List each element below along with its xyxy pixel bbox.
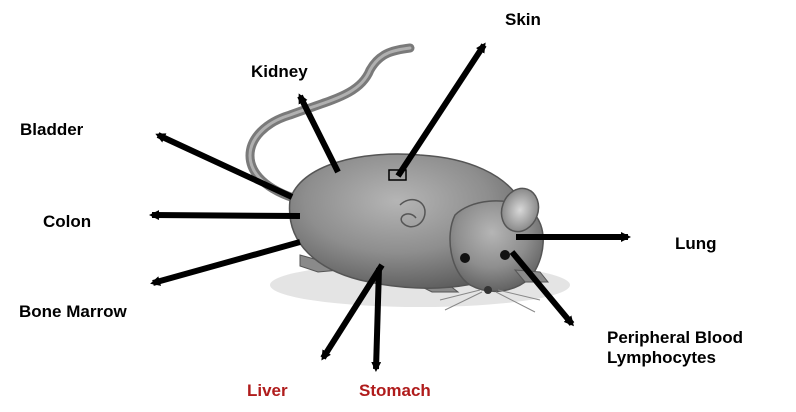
arrow-icon-colon <box>152 215 300 216</box>
arrow-icon-bladder <box>158 135 292 197</box>
arrow-icon-skin <box>398 45 484 176</box>
label-colon: Colon <box>43 212 91 232</box>
mouse-nose <box>484 286 492 294</box>
label-liver: Liver <box>247 381 288 401</box>
label-lung: Lung <box>675 234 717 254</box>
label-stomach: Stomach <box>359 381 431 401</box>
arrow-icon-bone-marrow <box>153 242 300 283</box>
label-lymphocytes: Lymphocytes <box>607 348 716 368</box>
label-bladder: Bladder <box>20 120 83 140</box>
label-skin: Skin <box>505 10 541 30</box>
mouse-illustration <box>250 48 570 312</box>
label-peripheral-blood: Peripheral Blood <box>607 328 743 348</box>
mouse-eye-2 <box>500 250 510 260</box>
mouse-eye <box>460 253 470 263</box>
label-kidney: Kidney <box>251 62 308 82</box>
arrow-icon-stomach <box>376 268 379 369</box>
label-bone-marrow: Bone Marrow <box>19 302 127 322</box>
